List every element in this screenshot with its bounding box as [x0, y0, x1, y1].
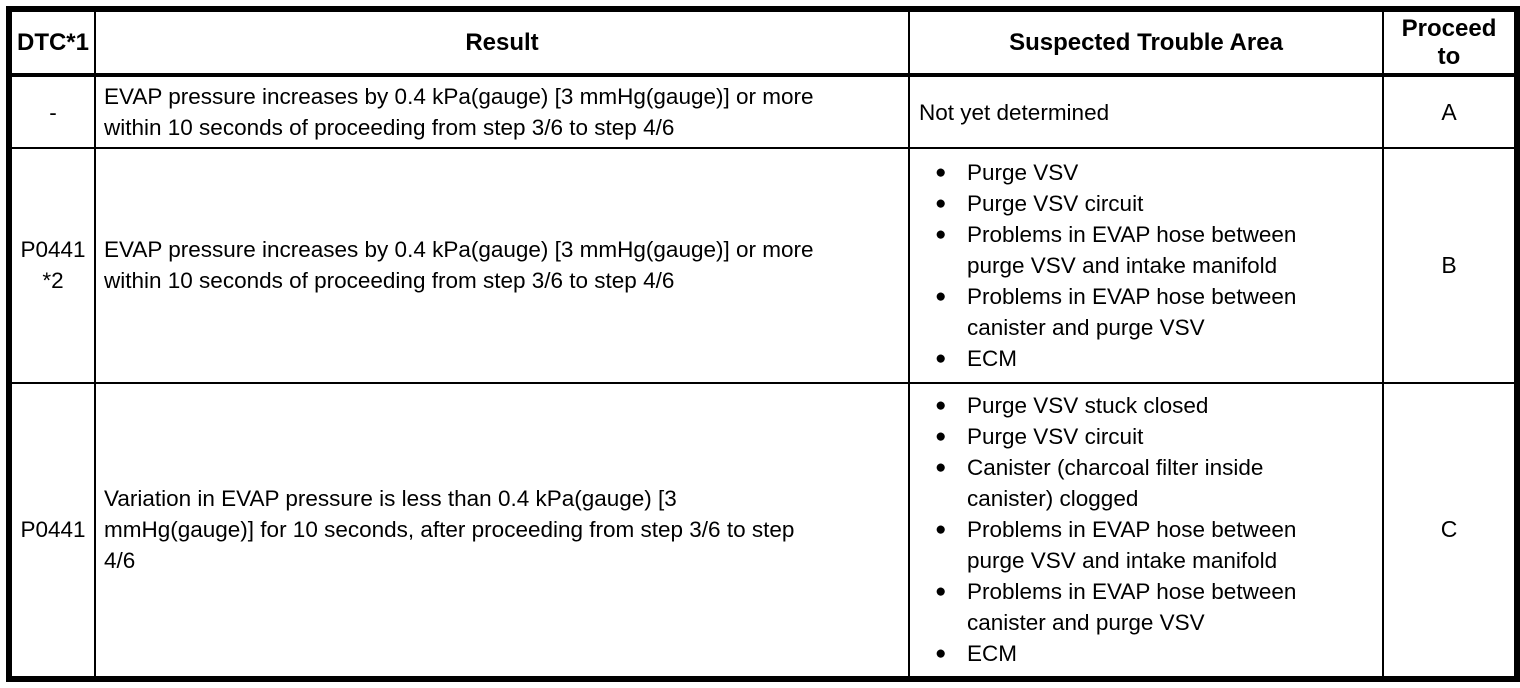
bullet-icon: ●	[935, 426, 947, 448]
trouble-item-label: ECM	[967, 641, 1017, 667]
dtc-code-cell: P0441 *2	[6, 147, 96, 384]
list-item: ● Purge VSV stuck closed	[911, 390, 1380, 421]
table-row: P0441 *2 EVAP pressure increases by 0.4 …	[6, 147, 1520, 384]
result-cell: Variation in EVAP pressure is less than …	[94, 381, 910, 683]
bullet-icon: ●	[935, 643, 947, 665]
trouble-item-label: Canister (charcoal filter inside caniste…	[967, 455, 1264, 512]
table-row: - EVAP pressure increases by 0.4 kPa(gau…	[6, 73, 1520, 150]
col-header-result: Result	[94, 6, 910, 77]
trouble-item-label: Purge VSV circuit	[967, 424, 1144, 450]
bullet-icon: ●	[935, 161, 947, 183]
trouble-item-label: Problems in EVAP hose between purge VSV …	[967, 221, 1297, 278]
proceed-to-cell: A	[1382, 73, 1520, 150]
list-item: ● Canister (charcoal filter inside canist…	[911, 452, 1380, 514]
trouble-item-label: Purge VSV	[967, 159, 1079, 185]
list-item: ● Problems in EVAP hose between canister …	[911, 576, 1380, 638]
bullet-icon: ●	[935, 347, 947, 369]
list-item: ● Purge VSV circuit	[911, 188, 1380, 219]
result-cell: EVAP pressure increases by 0.4 kPa(gauge…	[94, 73, 910, 150]
list-item: ● ECM	[911, 638, 1380, 669]
bullet-icon: ●	[935, 192, 947, 214]
trouble-item-label: Purge VSV circuit	[967, 190, 1144, 216]
trouble-item-label: Purge VSV stuck closed	[967, 393, 1209, 419]
col-header-dtc: DTC*1	[6, 6, 96, 77]
bullet-icon: ●	[935, 519, 947, 541]
dtc-code-cell: P0441	[6, 381, 96, 683]
suspected-trouble-area-cell: Not yet determined	[908, 73, 1384, 150]
bullet-icon: ●	[935, 395, 947, 417]
list-item: ● Purge VSV circuit	[911, 421, 1380, 452]
list-item: ● Problems in EVAP hose between purge VSV…	[911, 514, 1380, 576]
result-cell: EVAP pressure increases by 0.4 kPa(gauge…	[94, 147, 910, 384]
table-header-row: DTC*1 Result Suspected Trouble Area Proc…	[6, 6, 1520, 77]
proceed-to-cell: B	[1382, 147, 1520, 384]
proceed-to-cell: C	[1382, 381, 1520, 683]
bullet-icon: ●	[935, 223, 947, 245]
suspected-trouble-area-cell: ● Purge VSV ● Purge VSV circuit ● Problems …	[908, 147, 1384, 384]
dtc-code-cell: -	[6, 73, 96, 150]
trouble-list: ● Purge VSV stuck closed ● Purge VSV circu…	[911, 390, 1380, 669]
col-header-proceed-to: Proceed to	[1382, 6, 1520, 77]
list-item: ● Problems in EVAP hose between purge VSV…	[911, 219, 1380, 281]
list-item: ● Problems in EVAP hose between canister …	[911, 281, 1380, 343]
trouble-item-label: ECM	[967, 345, 1017, 371]
list-item: ● Purge VSV	[911, 157, 1380, 188]
col-header-suspected-trouble-area: Suspected Trouble Area	[908, 6, 1384, 77]
list-item: ● ECM	[911, 343, 1380, 374]
table-row: P0441 Variation in EVAP pressure is less…	[6, 381, 1520, 683]
bullet-icon: ●	[935, 581, 947, 603]
bullet-icon: ●	[935, 285, 947, 307]
trouble-list: ● Purge VSV ● Purge VSV circuit ● Problems …	[911, 157, 1380, 374]
trouble-item-label: Problems in EVAP hose between canister a…	[967, 579, 1297, 636]
trouble-item-label: Problems in EVAP hose between purge VSV …	[967, 517, 1297, 574]
trouble-item-label: Problems in EVAP hose between canister a…	[967, 283, 1297, 340]
dtc-diagnostic-table: DTC*1 Result Suspected Trouble Area Proc…	[6, 6, 1520, 683]
bullet-icon: ●	[935, 457, 947, 479]
suspected-trouble-area-cell: ● Purge VSV stuck closed ● Purge VSV circu…	[908, 381, 1384, 683]
